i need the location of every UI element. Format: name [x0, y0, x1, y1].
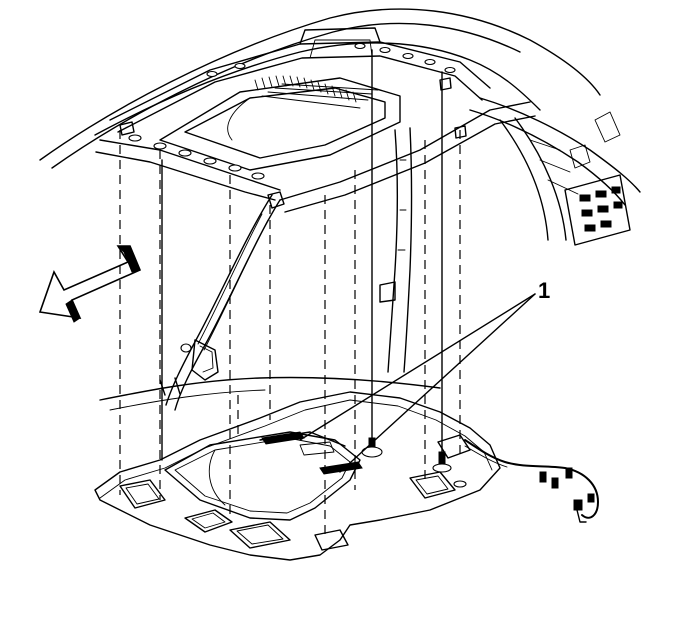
upper-clips — [119, 77, 467, 209]
headliner-retainer-strips — [261, 431, 363, 475]
vehicle-body-frame — [39, 8, 641, 411]
headliner-recesses — [119, 434, 471, 551]
arrow-left-icon — [38, 245, 142, 323]
callout-1: 1 — [299, 278, 550, 473]
headliner-panel — [94, 391, 599, 561]
wiring-harness — [464, 439, 599, 523]
headliner-studs — [361, 437, 467, 488]
rear-vent-blocks — [564, 111, 631, 246]
sunroof-track-hatching — [254, 75, 357, 103]
fastener-guide-lines — [161, 49, 443, 461]
roof-rail-holes — [128, 42, 456, 180]
callout-1-label: 1 — [538, 278, 550, 303]
alignment-lines — [119, 130, 461, 535]
